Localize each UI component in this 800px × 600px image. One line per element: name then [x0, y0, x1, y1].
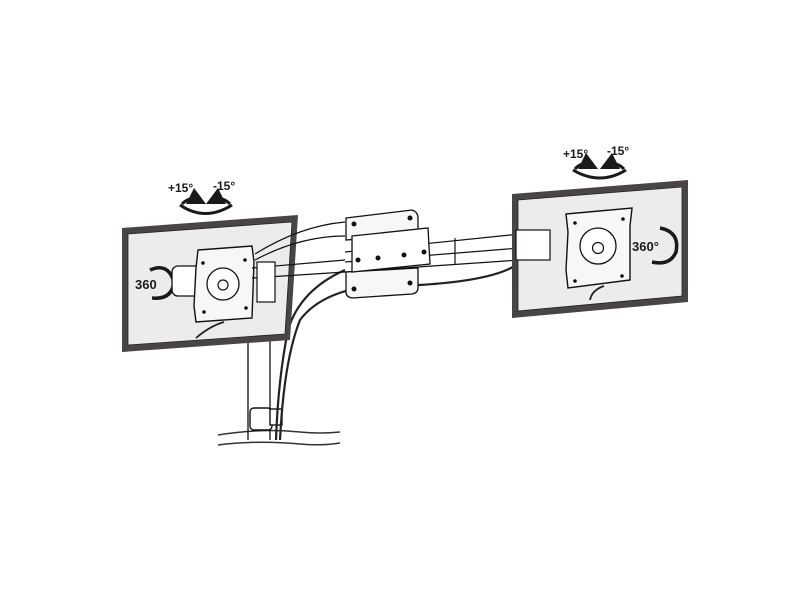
- left-monitor: +15° -15° 360: [122, 179, 298, 352]
- right-tilt-arrow-icon: [572, 152, 627, 180]
- right-monitor: +15° -15° 360°: [512, 144, 688, 318]
- right-tilt-plus-label: +15°: [563, 147, 588, 161]
- left-vesa-plate: [193, 245, 255, 323]
- center-bracket: [345, 209, 431, 299]
- right-tilt-minus-label: -15°: [607, 144, 629, 158]
- desk-surface: [217, 429, 341, 446]
- right-vesa-plate: [565, 207, 633, 289]
- left-tilt-minus-label: -15°: [213, 179, 235, 193]
- right-rotation-label: 360°: [632, 239, 659, 254]
- right-rotation-arrow-icon: [651, 226, 679, 265]
- left-tilt-arrow-icon: [179, 187, 233, 215]
- left-tilt-plus-label: +15°: [168, 181, 193, 195]
- left-rotation-label: 360: [135, 277, 157, 292]
- right-arm-end: [515, 229, 551, 261]
